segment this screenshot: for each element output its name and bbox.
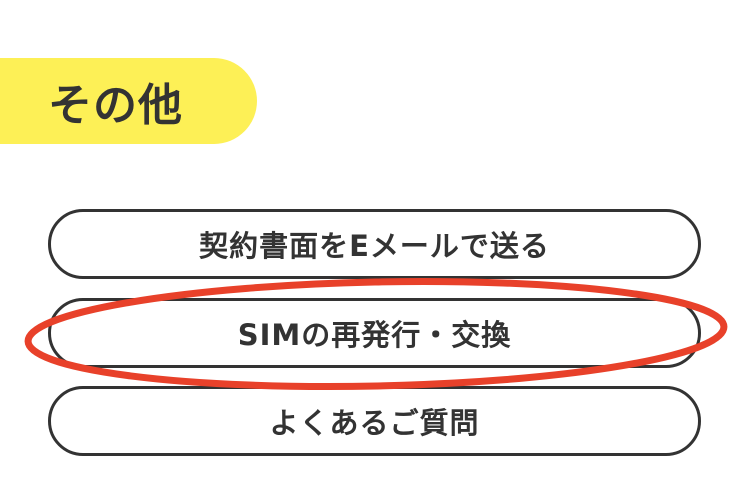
faq-button[interactable]: よくあるご質問 — [48, 386, 701, 456]
section-title-other: その他 — [0, 58, 257, 144]
sim-reissue-button[interactable]: SIMの再発行・交換 — [48, 298, 701, 368]
send-contract-email-button[interactable]: 契約書面をEメールで送る — [48, 209, 701, 279]
